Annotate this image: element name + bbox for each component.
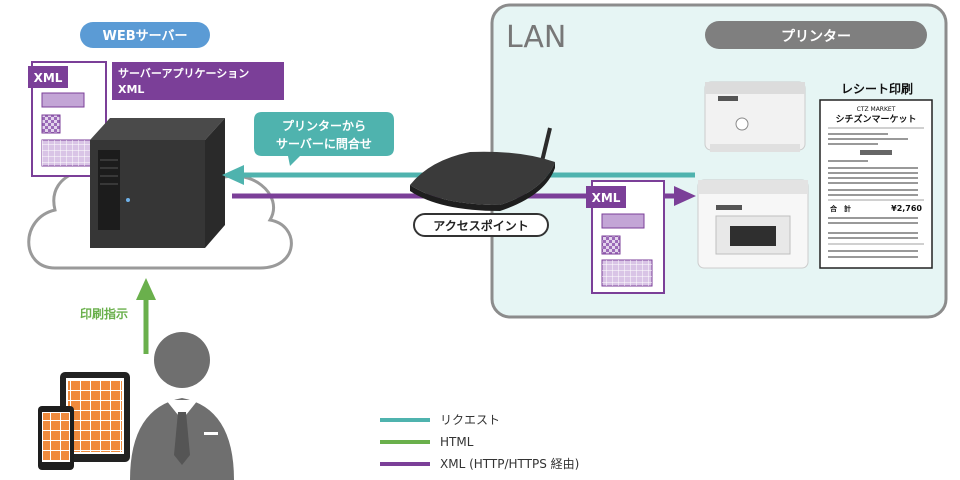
- access-point-label: アクセスポイント: [413, 213, 549, 237]
- printer-query-callout: プリンターから サーバーに問合せ: [254, 112, 394, 166]
- legend-label-xml: XML (HTTP/HTTPS 経由): [440, 457, 579, 471]
- router-icon: [410, 127, 555, 211]
- receipt-total-label: 合 計: [829, 204, 851, 213]
- printer-icon-bottom: [697, 179, 809, 269]
- printer-header-badge: [705, 21, 927, 49]
- receipt-total-value: ¥2,760: [891, 204, 922, 213]
- receipt-shop-name: シチズンマーケット: [835, 113, 916, 125]
- web-server-badge: WEBサーバー: [80, 22, 210, 48]
- server-app-label-line2: XML: [118, 83, 144, 96]
- receipt: レシート印刷 CTZ MARKET シチズンマーケット 合 計 ¥2,760: [819, 82, 933, 269]
- tablet-icon: [38, 372, 130, 470]
- print-instruction-arrow: 印刷指示: [80, 278, 156, 354]
- legend-label-request: リクエスト: [440, 413, 500, 427]
- print-instruction-label: 印刷指示: [80, 306, 128, 321]
- receipt-shop-small: CTZ MARKET: [857, 106, 896, 113]
- access-point-text: アクセスポイント: [433, 218, 528, 233]
- printer-query-line2: サーバーに問合せ: [276, 136, 372, 151]
- server-xml-tag: XML: [34, 71, 63, 85]
- server-app-label-line1: サーバーアプリケーション: [118, 66, 249, 80]
- receipt-title: レシート印刷: [841, 82, 913, 96]
- printer-header-label: プリンター: [781, 29, 851, 45]
- web-server-badge-label: WEBサーバー: [103, 29, 188, 44]
- printer-query-line1: プリンターから: [282, 118, 366, 133]
- printer-icon-top: [704, 81, 806, 152]
- user-icon: [130, 332, 234, 480]
- server-app-label: サーバーアプリケーション XML: [112, 62, 284, 100]
- legend: リクエスト HTML XML (HTTP/HTTPS 経由): [380, 413, 579, 471]
- lan-title: LAN: [506, 20, 566, 55]
- lan-xml-document: XML: [586, 180, 665, 294]
- server-tower-icon: [90, 118, 225, 248]
- legend-label-html: HTML: [440, 435, 474, 449]
- lan-xml-tag: XML: [592, 191, 621, 205]
